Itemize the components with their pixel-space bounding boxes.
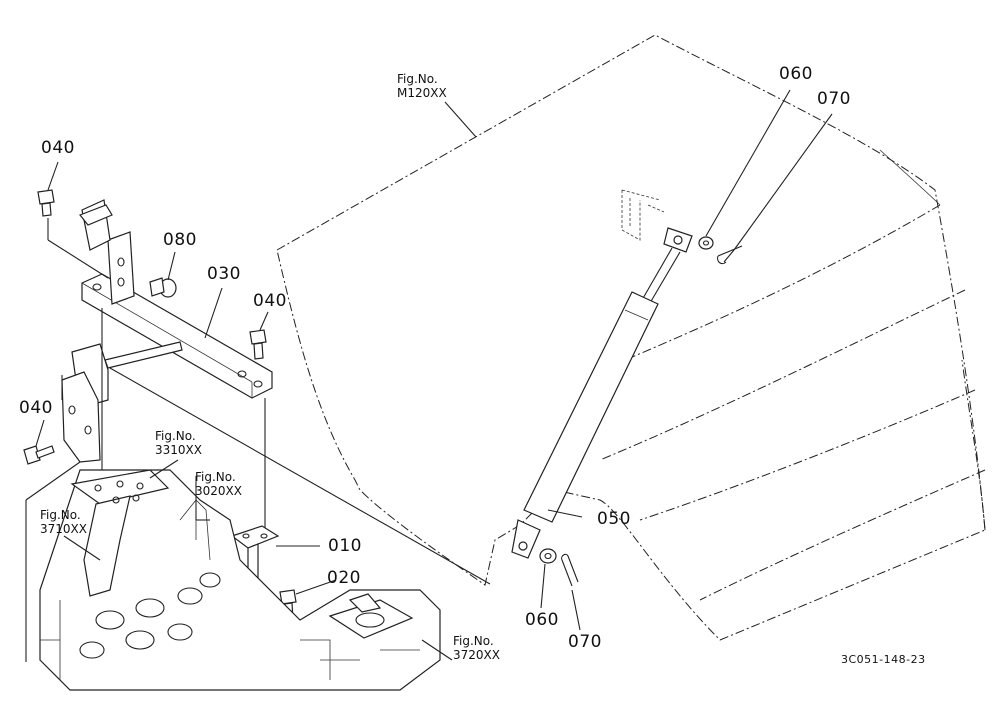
part-label-080: 080 <box>163 230 197 250</box>
ref-line-b <box>47 239 109 279</box>
fig-ref-3720-line1: Fig.No. <box>453 634 494 648</box>
fig-ref-3720-line2: 3720XX <box>453 648 500 662</box>
fig-ref-3720: Fig.No. 3720XX <box>453 634 500 662</box>
leader-m120 <box>444 101 477 138</box>
fig-ref-3710-line1: Fig.No. <box>40 508 81 522</box>
leader-3710 <box>63 535 101 561</box>
gas-spring <box>511 227 693 559</box>
part-label-060-top: 060 <box>779 64 813 84</box>
fig-ref-3710: Fig.No. 3710XX <box>40 508 87 536</box>
part-label-070-top: 070 <box>817 89 851 109</box>
upper-bracket-ghost <box>621 189 665 241</box>
fig-ref-m120-line1: Fig.No. <box>397 72 438 86</box>
part-label-040-mid: 040 <box>253 291 287 311</box>
engine-block <box>39 469 441 691</box>
leader-030 <box>204 287 223 339</box>
leader-3310 <box>149 459 179 479</box>
part-label-030: 030 <box>207 264 241 284</box>
part-label-040-left: 040 <box>19 398 53 418</box>
fig-ref-3310: Fig.No. 3310XX <box>155 429 202 457</box>
ref-line-e <box>109 367 491 585</box>
fig-ref-3020-line1: Fig.No. <box>195 470 236 484</box>
part-label-050: 050 <box>597 509 631 529</box>
part-label-060-bottom: 060 <box>525 610 559 630</box>
fig-ref-m120-line2: M120XX <box>397 86 447 100</box>
bracket-assembly <box>61 199 273 463</box>
bolts <box>23 189 297 622</box>
hood-outline <box>276 34 986 641</box>
fig-ref-3310-line2: 3310XX <box>155 443 202 457</box>
washers-clips <box>539 236 743 587</box>
fig-ref-3020: Fig.No. 3020XX <box>195 470 242 498</box>
fig-ref-3020-line2: 3020XX <box>195 484 242 498</box>
leader-060-bottom <box>540 563 546 609</box>
fig-ref-m120: Fig.No. M120XX <box>397 72 447 100</box>
ref-line-g <box>25 461 81 501</box>
leader-050 <box>547 509 583 518</box>
leader-3720 <box>421 639 453 661</box>
leader-080 <box>167 251 176 281</box>
part-label-040-top: 040 <box>41 138 75 158</box>
leader-040-mid <box>259 311 269 331</box>
leader-040-top <box>47 161 59 191</box>
leader-040-left <box>35 419 45 447</box>
leader-070-top <box>733 113 833 251</box>
leader-060-top <box>705 89 791 237</box>
drawing-code: 3C051-148-23 <box>841 653 926 666</box>
fig-ref-3710-line2: 3710XX <box>40 522 87 536</box>
part-label-070-bottom: 070 <box>568 632 602 652</box>
part-label-020: 020 <box>327 568 361 588</box>
leader-020 <box>295 579 337 595</box>
leader-070-bottom <box>571 589 581 631</box>
fig-ref-3310-line1: Fig.No. <box>155 429 196 443</box>
part-label-010: 010 <box>328 536 362 556</box>
